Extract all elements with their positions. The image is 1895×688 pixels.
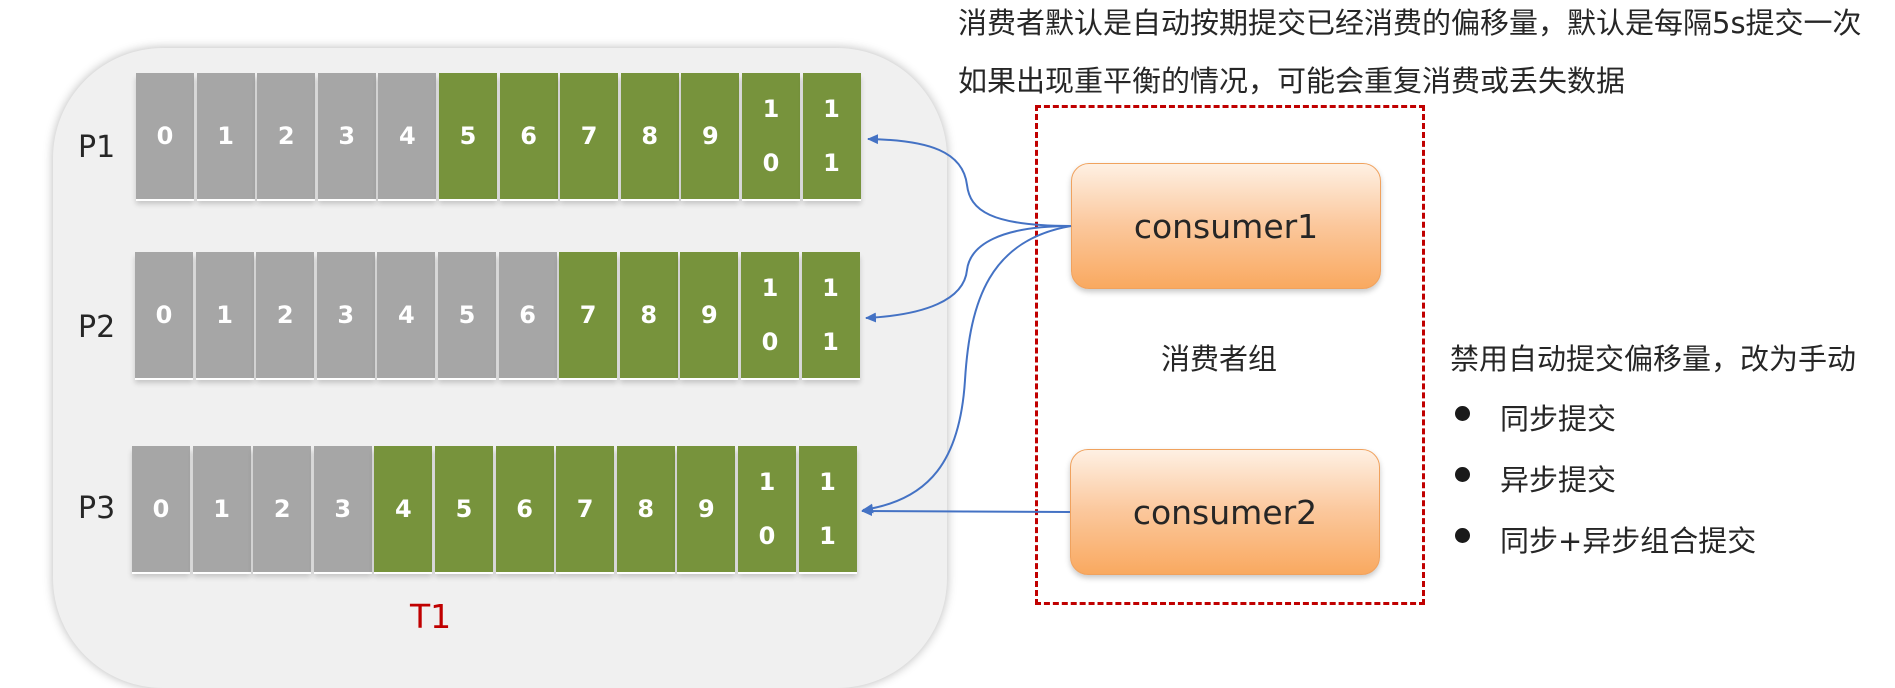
consumer2-box: consumer2 xyxy=(1070,449,1380,575)
offset-cell: 1 1 xyxy=(798,446,857,572)
connection-arrows xyxy=(861,134,1072,517)
bullet-icon xyxy=(1455,528,1470,543)
offset-cell: 1 1 xyxy=(802,73,861,199)
offset-cell: 8 xyxy=(619,252,678,378)
offset-cell: 5 xyxy=(437,252,496,378)
offset-cell: 6 xyxy=(499,73,558,199)
note-auto-commit: 消费者默认是自动按期提交已经消费的偏移量，默认是每隔5s提交一次 xyxy=(958,6,1862,40)
offset-cell: 6 xyxy=(495,446,554,572)
offset-cell: 1 1 xyxy=(801,252,860,378)
offset-cell: 2 xyxy=(256,252,315,378)
offset-cell: 3 xyxy=(313,446,372,572)
offset-cell: 9 xyxy=(677,446,736,572)
offset-cell: 1 xyxy=(196,73,255,199)
offset-cell: 1 0 xyxy=(737,446,796,572)
consumer-group-box xyxy=(1035,105,1425,605)
offset-cell: 6 xyxy=(498,252,557,378)
offset-cell: 1 0 xyxy=(741,73,800,199)
option-combined-commit: 同步+异步组合提交 xyxy=(1500,524,1757,558)
option-sync-commit: 同步提交 xyxy=(1500,402,1617,436)
partition-label-p2: P2 xyxy=(78,310,116,345)
offset-cell: 8 xyxy=(620,73,679,199)
arrow-consumer1-to-p2 xyxy=(865,225,1072,323)
offset-cell: 9 xyxy=(681,73,740,199)
arrow-consumer2-to-p3 xyxy=(861,506,1071,517)
offset-cell: 9 xyxy=(680,252,739,378)
note-rebalance: 如果出现重平衡的情况，可能会重复消费或丢失数据 xyxy=(958,64,1626,98)
bullet-icon xyxy=(1455,406,1470,421)
offset-cell: 2 xyxy=(257,73,316,199)
offset-cell: 7 xyxy=(559,252,618,378)
offset-cell: 4 xyxy=(374,446,433,572)
offset-cell: 5 xyxy=(438,73,497,199)
offset-cell: 1 xyxy=(195,252,254,378)
arrow-consumer1-to-p1 xyxy=(867,134,1072,227)
consumer1-box: consumer1 xyxy=(1071,163,1381,289)
topic-label: T1 xyxy=(410,597,452,636)
offset-cell: 3 xyxy=(316,252,375,378)
offset-cell: 4 xyxy=(377,252,436,378)
offset-cell: 0 xyxy=(132,446,190,572)
offset-cell: 4 xyxy=(378,73,437,199)
arrow-consumer1-to-p3 xyxy=(862,225,1072,514)
offset-cell: 5 xyxy=(434,446,493,572)
offset-cell: 0 xyxy=(135,252,193,378)
offset-cell: 2 xyxy=(253,446,312,572)
partition-label-p1: P1 xyxy=(78,130,116,165)
offset-cell: 7 xyxy=(560,73,619,199)
offset-cell: 3 xyxy=(317,73,376,199)
partition-label-p3: P3 xyxy=(78,491,116,526)
offset-cell: 8 xyxy=(616,446,675,572)
option-async-commit: 异步提交 xyxy=(1500,463,1617,497)
offset-cell: 1 xyxy=(192,446,251,572)
offset-cell: 1 0 xyxy=(740,252,799,378)
consumer-group-label: 消费者组 xyxy=(1161,342,1278,376)
offset-cell: 0 xyxy=(136,73,194,199)
bullet-icon xyxy=(1455,467,1470,482)
manual-commit-heading: 禁用自动提交偏移量，改为手动 xyxy=(1450,342,1857,376)
offset-cell: 7 xyxy=(556,446,615,572)
